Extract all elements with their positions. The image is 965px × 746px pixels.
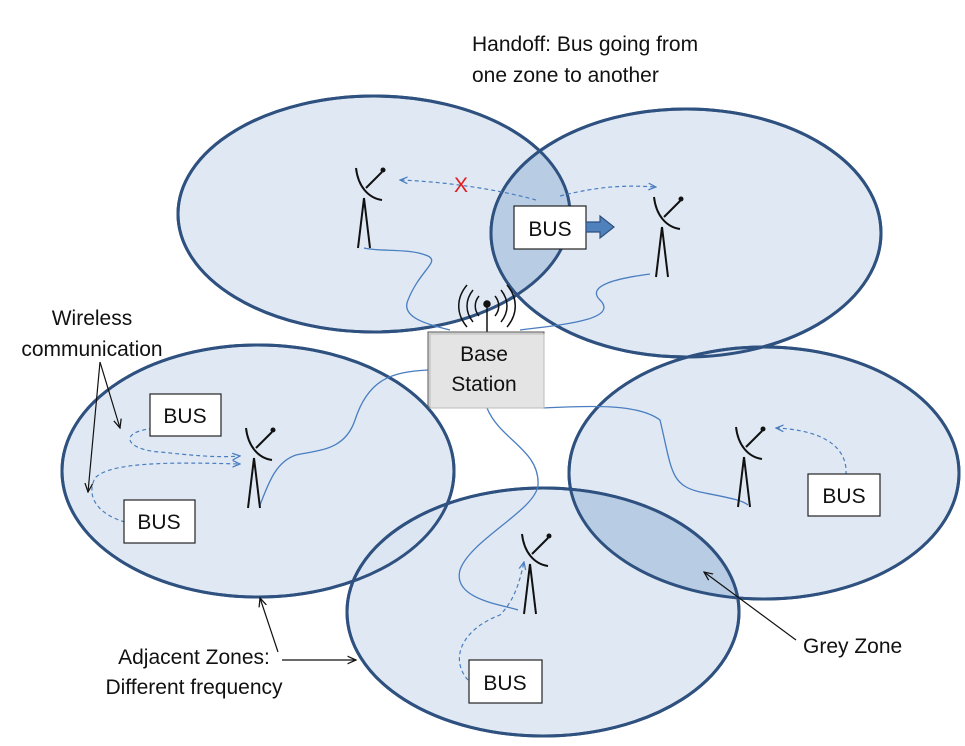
bus-left-lower: BUS [123,499,196,544]
handoff-x-mark: X [454,174,468,197]
grey-zone-caption: Grey Zone [803,635,902,658]
overlap-bottom-right [569,488,739,599]
antenna-tower-icon [245,427,276,509]
link-bottom [458,407,539,611]
bus-handoff: BUS [513,205,587,250]
base-station: Base Station [427,331,545,409]
base-station-label-line2: Station [451,373,516,396]
link-right [542,405,749,506]
link-left [259,369,429,506]
wireless-pointer-lower [88,361,101,492]
direction-arrow-icon [585,214,615,240]
antenna-tower-icon [355,167,386,249]
handoff-link-right [559,186,656,197]
antenna-tower-icon [653,196,684,278]
handoff-caption-line1: Handoff: Bus going from [472,33,698,56]
bus-bottom-label: BUS [483,672,526,695]
antenna-tower-icon [521,533,552,615]
link-top-right [519,273,651,331]
handoff-caption-line2: one zone to another [472,64,659,87]
antenna-tower-icon [735,426,766,508]
bus-right: BUS [807,473,881,517]
bus-left-upper: BUS [149,393,222,437]
wireless-pointer-upper [99,361,120,428]
base-station-label-line1: Base [460,343,508,366]
bus-left-lower-label: BUS [137,511,180,534]
handoff-link-left [400,180,537,201]
link-top-left [363,247,451,331]
bus-handoff-label: BUS [528,218,571,241]
adjacent-pointer-left [260,598,279,653]
wireless-link-bus-right [776,428,847,476]
bus-left-upper-label: BUS [163,405,206,428]
grey-zone-pointer [704,572,797,641]
wireless-caption-line2: communication [21,338,162,361]
wireless-caption-line1: Wireless [52,307,133,330]
adjacent-caption-line1: Adjacent Zones: [118,646,270,669]
bus-right-label: BUS [822,485,865,508]
bus-bottom: BUS [468,659,543,704]
broadcast-antenna-icon [458,284,516,334]
adjacent-caption-line2: Different frequency [105,676,283,699]
